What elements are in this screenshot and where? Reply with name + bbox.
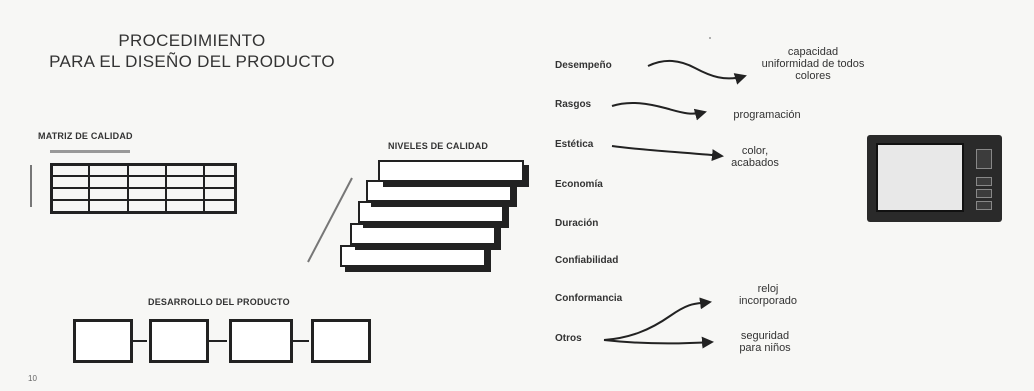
dimension-otros: Otros (555, 333, 582, 344)
dimension-estetica: Estética (555, 139, 594, 150)
matrix-caption: MATRIZ DE CALIDAD (38, 131, 133, 141)
connector-rasgos (611, 101, 707, 121)
note-desempeno: capacidad uniformidad de todos colores (761, 46, 865, 82)
connector-estetica (611, 145, 724, 162)
dimension-duracion: Duración (555, 218, 599, 229)
process-caption: DESARROLLO DEL PRODUCTO (148, 297, 290, 307)
note-estetica: color, acabados (731, 145, 779, 169)
stair-slab-2 (350, 223, 496, 245)
process-step-4 (311, 319, 371, 363)
tv-button-icon (976, 189, 992, 198)
stray-mark (709, 37, 711, 39)
dimension-conformancia: Conformancia (555, 293, 623, 304)
matrix-side-bar (30, 165, 32, 207)
title-line-1: PROCEDIMIENTO (118, 31, 266, 50)
process-step-2 (149, 319, 209, 363)
stair-slab-1 (340, 245, 486, 267)
tv-button-icon (976, 177, 992, 186)
stairs-diagonal-line (307, 177, 353, 263)
dimension-desempeno: Desempeño (555, 60, 612, 71)
stair-slab-5 (378, 160, 524, 182)
stairs-caption: NIVELES DE CALIDAD (388, 141, 489, 151)
tv-display-icon (976, 149, 992, 169)
connector-otros-1 (603, 297, 712, 341)
dimension-rasgos: Rasgos (555, 99, 592, 110)
title-line-2: PARA EL DISEÑO DEL PRODUCTO (49, 52, 335, 71)
quality-matrix-grid (50, 163, 237, 214)
note-otros-2: seguridad para niños (739, 330, 791, 354)
connector-desempeno (647, 60, 747, 85)
dimension-economia: Economía (555, 179, 603, 190)
connector-otros-2 (603, 336, 714, 349)
note-rasgos: programación (733, 109, 801, 121)
process-step-1 (73, 319, 133, 363)
tv-screen (876, 143, 964, 212)
page-title: PROCEDIMIENTO PARA EL DISEÑO DEL PRODUCT… (22, 30, 362, 72)
page-number: 10 (28, 374, 37, 383)
tv-button-icon (976, 201, 992, 210)
stair-slab-3 (358, 201, 504, 223)
note-otros-1: reloj incorporado (738, 283, 798, 307)
process-step-3 (229, 319, 293, 363)
dimension-confiabilidad: Confiabilidad (555, 255, 619, 266)
tv-control-panel (972, 143, 996, 212)
matrix-header-bar (50, 150, 130, 153)
